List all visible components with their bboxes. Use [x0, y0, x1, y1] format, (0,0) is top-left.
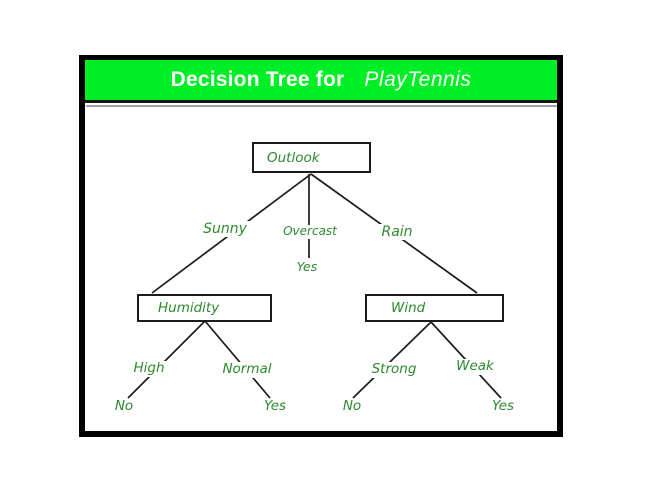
node-humidity-label: Humidity: [158, 300, 220, 316]
node-outlook: Outlook: [252, 142, 371, 173]
leaf-high-no: No: [111, 398, 137, 415]
edge-wind-no: [352, 321, 432, 399]
leaf-normal-yes: Yes: [260, 398, 290, 415]
title-subject-text: PlayTennis: [364, 68, 472, 91]
branch-label-weak: Weak: [453, 358, 497, 375]
title-bar-shadow-line: [86, 105, 557, 107]
branch-label-sunny: Sunny: [200, 221, 250, 238]
branch-label-overcast: Overcast: [280, 224, 340, 239]
branch-label-normal: Normal: [219, 361, 275, 378]
leaf-strong-no: No: [339, 398, 365, 415]
leaf-overcast-yes: Yes: [293, 259, 321, 275]
branch-label-high: High: [130, 360, 168, 377]
node-wind: Wind: [365, 294, 504, 322]
branch-label-strong: Strong: [368, 361, 420, 378]
branch-label-rain: Rain: [378, 224, 416, 241]
edge-humidity-no: [127, 320, 206, 399]
title-bar: Decision Tree for PlayTennis: [85, 60, 557, 103]
edge-humidity-yes: [204, 320, 271, 399]
title-text: Decision Tree for: [170, 68, 345, 91]
node-outlook-label: Outlook: [267, 149, 320, 166]
leaf-weak-yes: Yes: [488, 398, 518, 415]
node-wind-label: Wind: [391, 300, 426, 316]
node-humidity: Humidity: [137, 294, 272, 322]
